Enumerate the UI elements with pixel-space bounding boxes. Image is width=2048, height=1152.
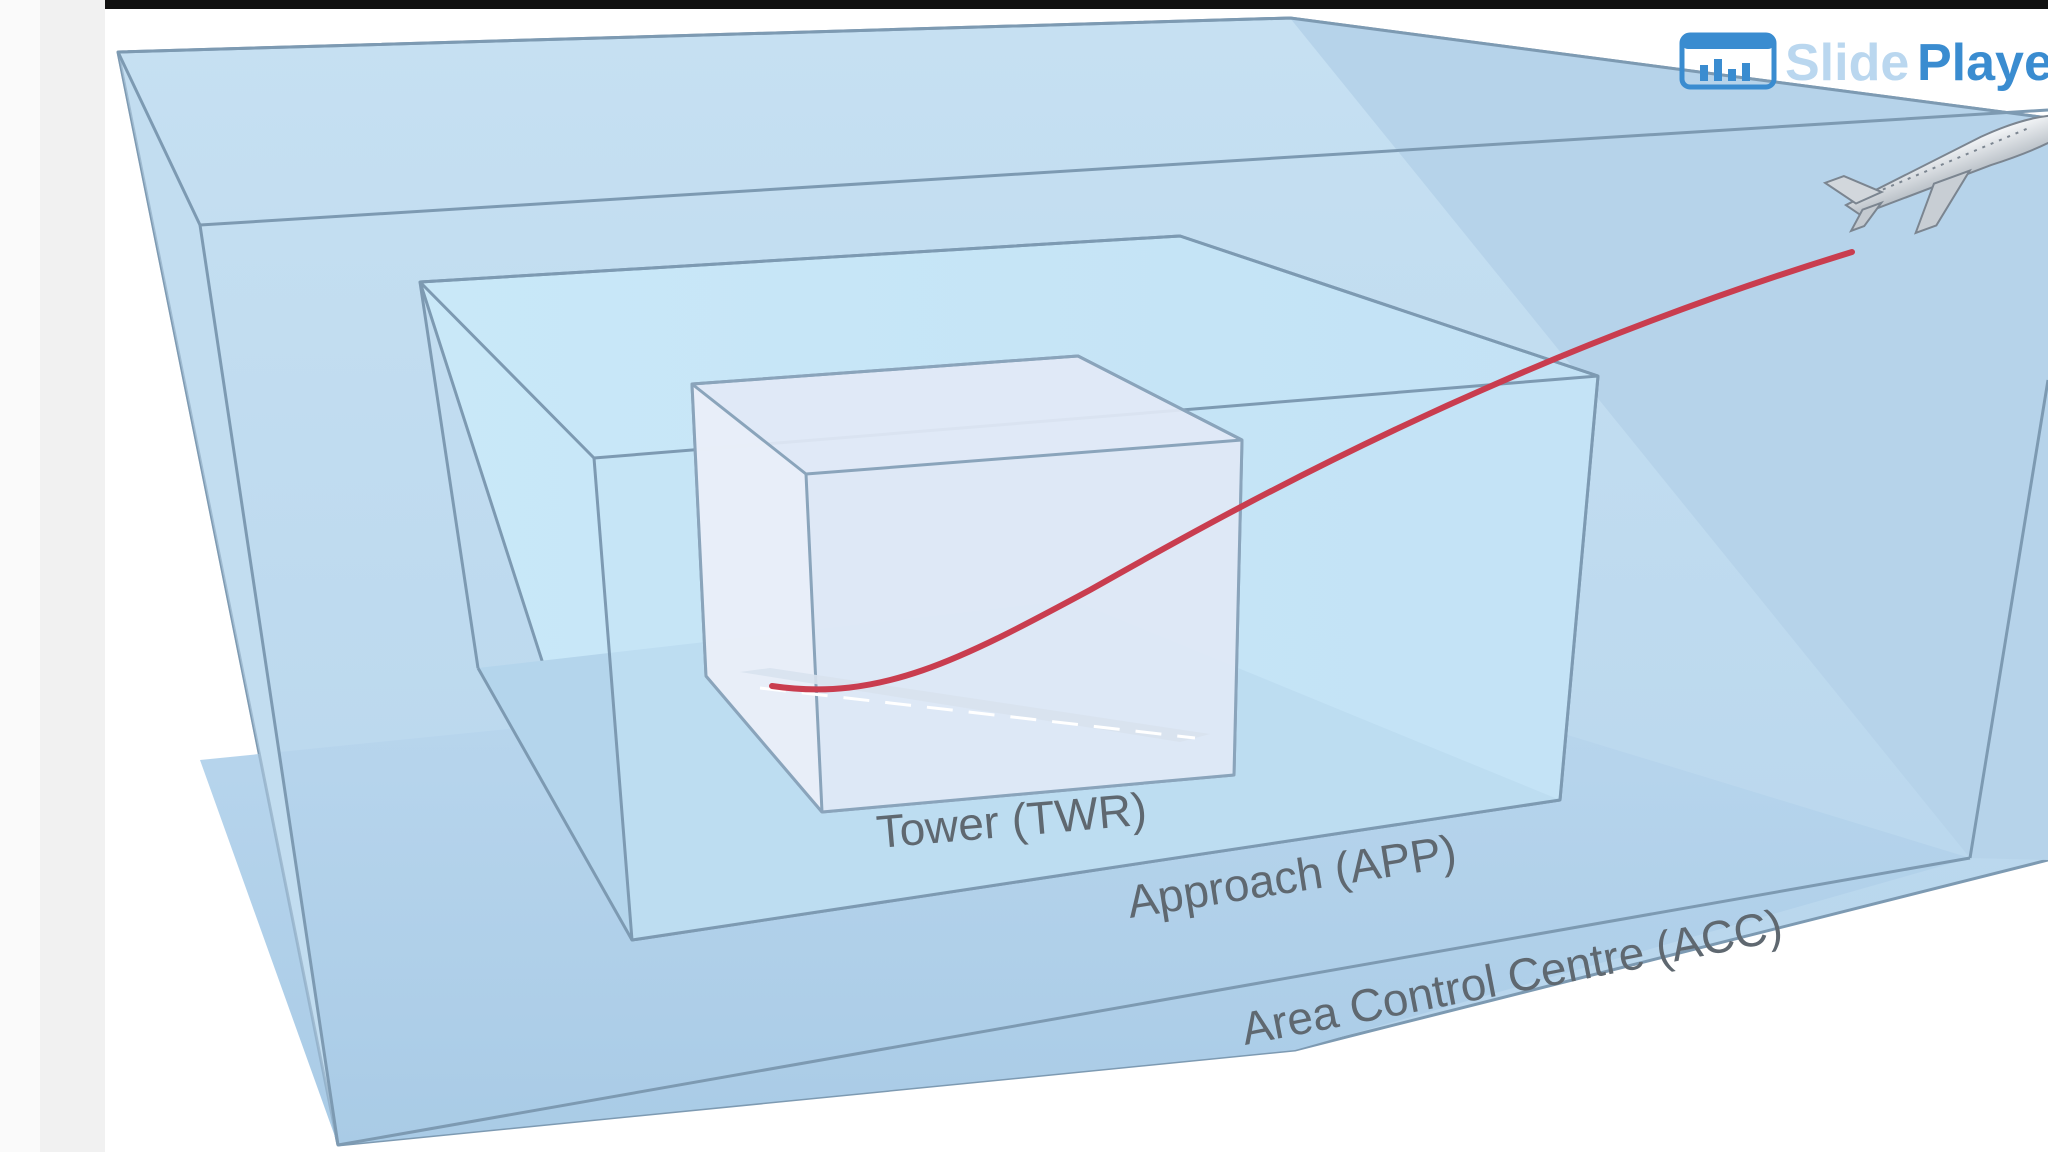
acc-front-left-edge	[198, 224, 340, 1146]
twr-box	[690, 354, 1244, 814]
watermark-text-slide: Slide	[1785, 34, 1909, 92]
flight-path	[769, 249, 1855, 693]
slideplayer-logo-icon	[1679, 32, 1777, 90]
app-left-edge	[418, 281, 480, 669]
watermark-text-player: Playe	[1917, 34, 2048, 92]
twr-left-wall	[692, 384, 822, 812]
twr-right-edge	[1232, 439, 1244, 776]
airplane-icon	[1822, 114, 2048, 235]
app-bottom-front-edge	[631, 798, 1561, 942]
top-bar	[105, 0, 2048, 9]
app-front-left-edge	[592, 457, 634, 941]
runway-centerline	[759, 686, 1196, 740]
twr-front-left-edge	[804, 473, 824, 813]
twr-left-edge	[690, 383, 708, 677]
acc-top-back-edge	[117, 16, 2048, 120]
app-floor-left-edge	[476, 667, 634, 941]
left-margin-inner	[0, 0, 40, 1152]
twr-bottom-front-edge	[821, 773, 1235, 814]
twr-top-back-edge	[691, 354, 1243, 442]
acc-front-right-edge	[1968, 379, 2048, 859]
app-right-edge	[1558, 375, 1600, 801]
acc-back-left-edge	[116, 51, 340, 1146]
app-top-back-edge	[419, 234, 1599, 378]
acc-bottom-front-edge	[337, 856, 1971, 1147]
twr-bottom-left-edge	[704, 675, 824, 813]
slideplayer-watermark: Slide Playe	[1679, 32, 2048, 92]
